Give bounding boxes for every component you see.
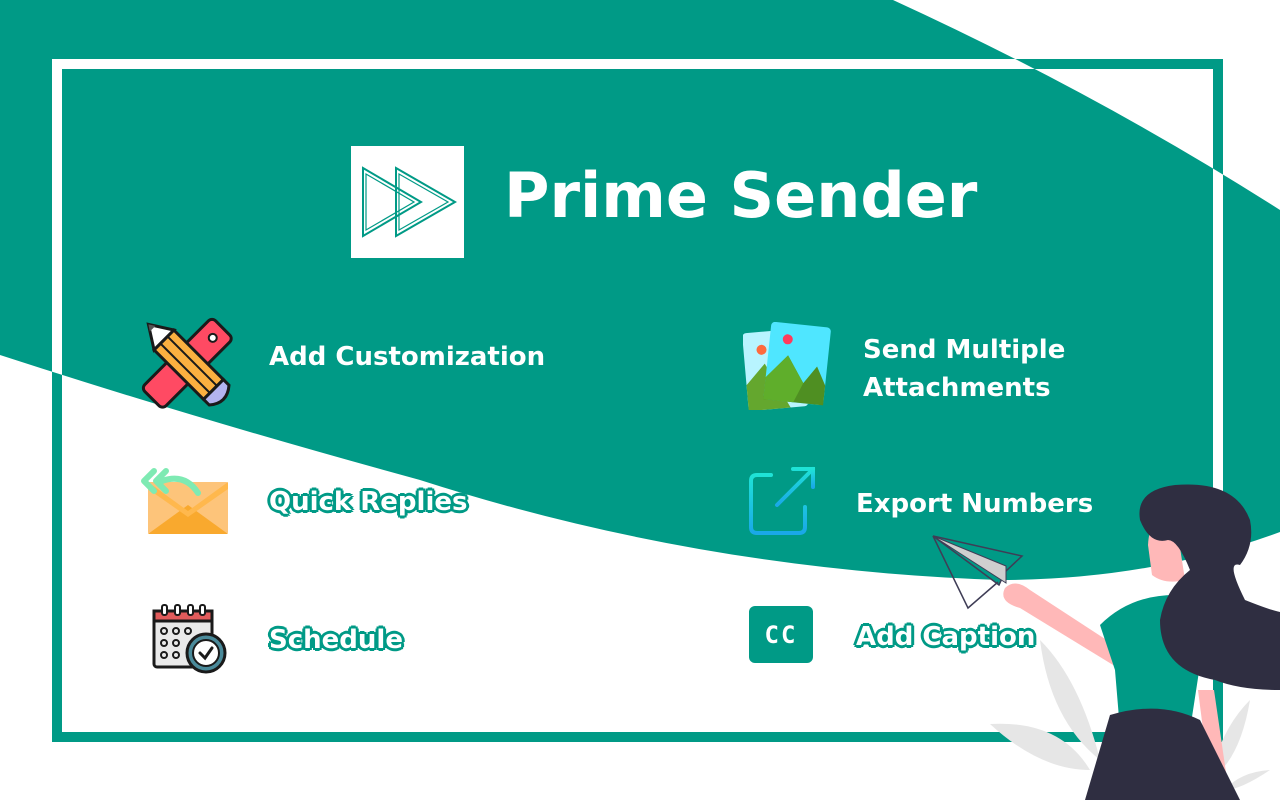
feature-send-multiple-attachments: Send Multiple Attachments bbox=[863, 331, 1065, 407]
feature-label-line1: Send Multiple bbox=[863, 335, 1066, 365]
fast-forward-icon bbox=[362, 166, 458, 238]
export-icon bbox=[749, 467, 815, 535]
calendar-clock-icon bbox=[152, 604, 227, 674]
app-title: Prime Sender bbox=[504, 159, 978, 232]
feature-add-customization: Add Customization bbox=[269, 342, 546, 372]
cc-icon-text: CC bbox=[764, 620, 798, 649]
feature-label-line2: Attachments bbox=[863, 373, 1051, 403]
logo bbox=[351, 146, 464, 258]
envelope-reply-icon bbox=[141, 468, 228, 534]
feature-schedule: Schedule bbox=[269, 625, 403, 655]
feature-add-caption: Add Caption bbox=[856, 622, 1036, 652]
cc-icon: CC bbox=[749, 606, 813, 663]
images-icon bbox=[743, 322, 831, 410]
feature-quick-replies: Quick Replies bbox=[269, 487, 468, 517]
pencil-ruler-icon bbox=[141, 317, 233, 409]
feature-export-numbers: Export Numbers bbox=[856, 489, 1094, 519]
